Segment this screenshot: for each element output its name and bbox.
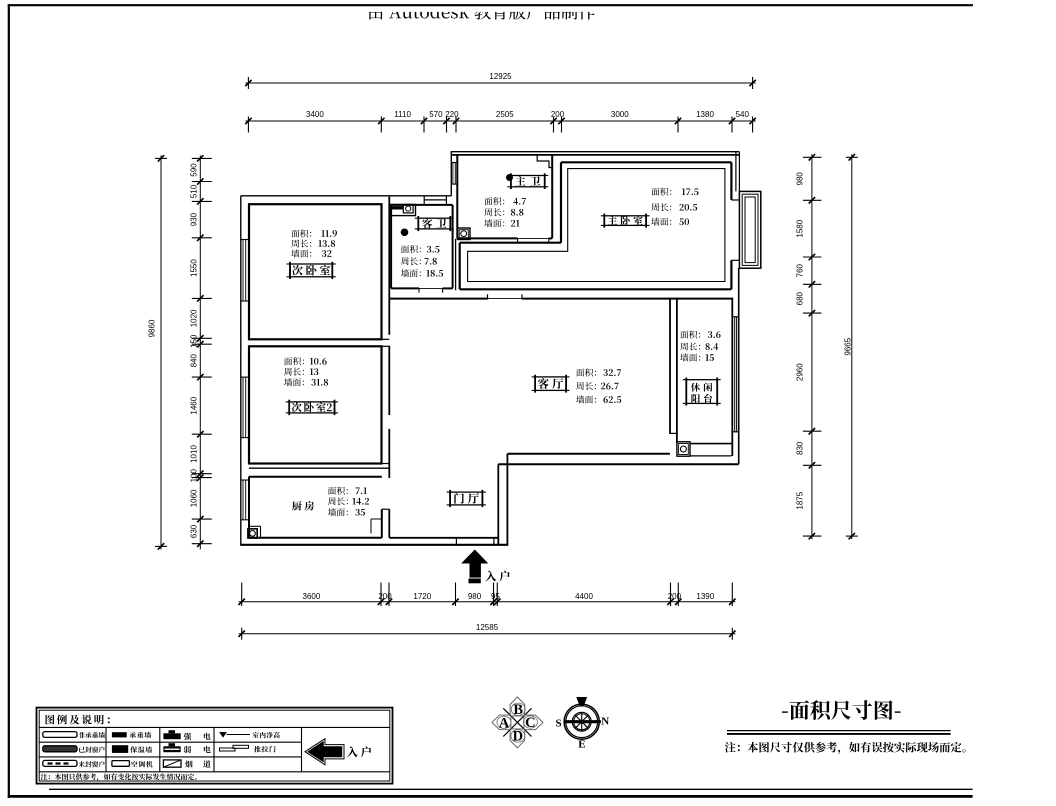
svg-text:D: D — [513, 729, 523, 745]
svg-text:B: B — [513, 702, 523, 718]
svg-text:980: 980 — [795, 172, 804, 186]
svg-text:12585: 12585 — [476, 623, 499, 632]
svg-text:12925: 12925 — [489, 72, 512, 81]
svg-text:9860: 9860 — [148, 319, 157, 337]
svg-text:1060: 1060 — [190, 489, 199, 507]
svg-text:760: 760 — [795, 263, 804, 277]
svg-text:200: 200 — [378, 592, 392, 601]
svg-text:N: N — [601, 716, 609, 728]
svg-text:510: 510 — [190, 184, 199, 198]
svg-text:1390: 1390 — [696, 592, 714, 601]
svg-text:1460: 1460 — [190, 396, 199, 414]
svg-text:680: 680 — [795, 291, 804, 305]
svg-text:200: 200 — [551, 110, 565, 119]
svg-text:9665: 9665 — [843, 337, 852, 355]
svg-text:1380: 1380 — [696, 110, 714, 119]
svg-text:C: C — [525, 715, 535, 731]
svg-text:4400: 4400 — [575, 592, 593, 601]
svg-text:1720: 1720 — [413, 592, 431, 601]
svg-text:95: 95 — [491, 592, 500, 601]
svg-text:3000: 3000 — [611, 110, 629, 119]
svg-text:220: 220 — [445, 110, 459, 119]
svg-text:630: 630 — [190, 524, 199, 538]
svg-text:590: 590 — [190, 163, 199, 177]
svg-text:200: 200 — [668, 592, 682, 601]
svg-text:840: 840 — [190, 353, 199, 367]
svg-text:100: 100 — [190, 468, 199, 482]
svg-text:1020: 1020 — [190, 309, 199, 327]
svg-text:1580: 1580 — [795, 219, 804, 237]
svg-text:2505: 2505 — [496, 110, 514, 119]
svg-text:150: 150 — [190, 334, 199, 348]
svg-text:930: 930 — [190, 212, 199, 226]
svg-text:S: S — [556, 718, 562, 730]
svg-text:540: 540 — [736, 110, 750, 119]
svg-text:1110: 1110 — [394, 110, 411, 119]
svg-text:A: A — [499, 716, 510, 732]
svg-text:830: 830 — [795, 441, 804, 455]
svg-text:1550: 1550 — [190, 259, 199, 277]
svg-text:2960: 2960 — [795, 363, 804, 381]
svg-text:1010: 1010 — [190, 445, 199, 463]
svg-text:E: E — [578, 739, 585, 751]
svg-text:3400: 3400 — [306, 110, 324, 119]
svg-text:1875: 1875 — [795, 491, 804, 509]
svg-text:570: 570 — [429, 110, 443, 119]
svg-text:980: 980 — [468, 592, 482, 601]
svg-text:3600: 3600 — [303, 592, 321, 601]
